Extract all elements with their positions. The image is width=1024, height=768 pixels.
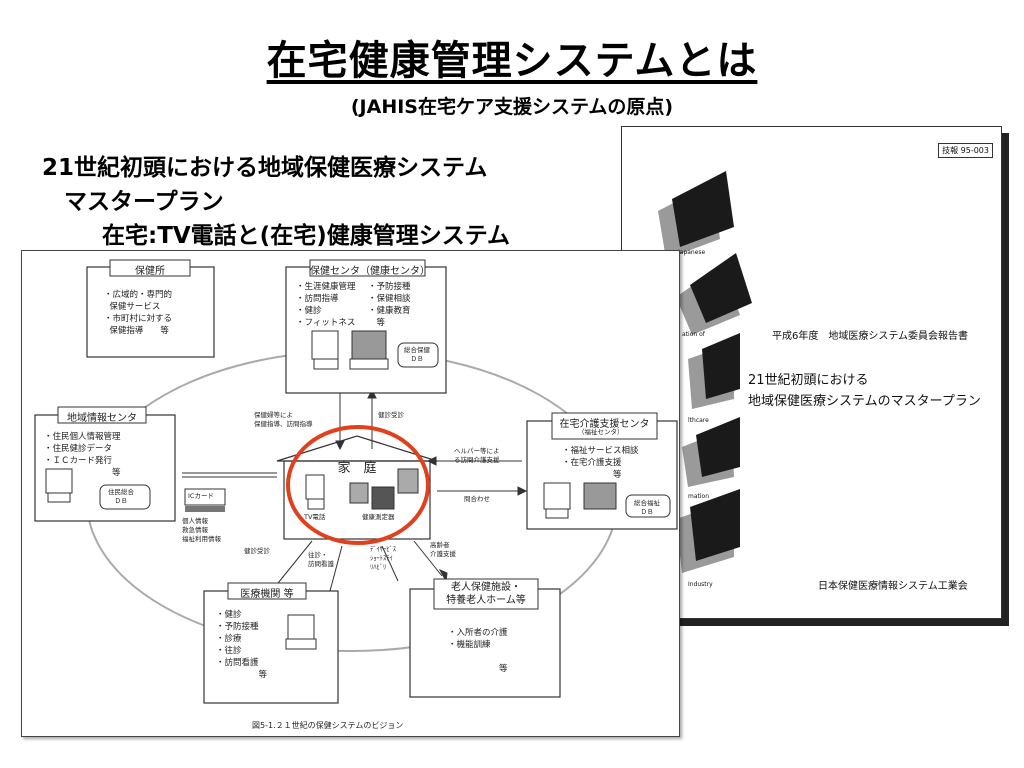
chiiki-center-db: 住民総合 ＤＢ — [108, 488, 134, 505]
report-publisher: 日本保健医療情報システム工業会 — [818, 581, 968, 592]
annotation-inquiry: 問合わせ — [464, 495, 490, 503]
lead-line-2: マスタープラン — [64, 189, 224, 215]
health-system-vision-diagram: 保健所 ・広域的・専門的 保健サービス ・市町村に対する 保健指導 等 保健セン… — [21, 250, 680, 737]
home-title: 家 庭 — [337, 461, 377, 476]
zaitaku-center-db: 総合福祉 ＤＢ — [634, 499, 660, 516]
report-year: 平成6年度 地域医療システム委員会報告書 — [772, 331, 969, 342]
logo-word-1: Japanese — [678, 249, 706, 256]
iryo-title: 医療機関 等 — [240, 589, 294, 600]
annotation-home-guidance: 保健婦等によ 保健指導、訪問指導 — [254, 411, 313, 428]
zaitaku-center-body: ・福祉サービス相談 ・在宅介護支援 等 — [562, 446, 639, 480]
annotation-elderly-care: 高齢者 介護支援 — [430, 541, 456, 558]
diagram-lines — [34, 259, 678, 704]
chiiki-center-body: ・住民個人情報管理 ・住民健診データ ・ＩＣカード発行 等 — [44, 432, 121, 478]
logo-word-2: ation of — [682, 331, 705, 338]
annotation-day-service: ﾃﾞｲｻｰﾋﾞｽ ｼｮｰﾄｽﾃｲ ﾘﾊﾋﾞﾘ — [370, 545, 396, 571]
zaitaku-center-subtitle: （福祉センタ） — [578, 428, 624, 436]
annotation-home-visit: 往診・ 訪問看護 — [308, 551, 334, 568]
annotation-helper-support: ヘルパー等によ る訪問介護支援 — [454, 447, 500, 464]
hoken-center-db: 総合保健 ＤＢ — [404, 346, 430, 363]
slide-subtitle: (JAHIS在宅ケア支援システムの原点) — [350, 96, 674, 118]
logo-word-4: mation — [688, 493, 710, 500]
report-title-line-2: 地域保健医療システムのマスタープラン — [748, 394, 981, 409]
report-cover-image: 技報 95-003 Japanese ation of lthcare mati… — [621, 126, 1002, 619]
roujin-title: 老人保健施設・ 特養老人ホーム等 — [446, 582, 526, 606]
slide-title: 在宅健康管理システムとは — [266, 38, 758, 84]
iryo-body: ・健診 ・予防接種 ・診療 ・往診 ・訪問看護 等 — [216, 610, 268, 680]
lead-line-1: 21世紀初頭における地域保健医療システム — [42, 155, 488, 181]
jahis-logo-graphic — [658, 171, 752, 573]
chiiki-center-title: 地域情報センタ — [67, 413, 137, 424]
report-id-badge: 技報 95-003 — [938, 143, 993, 158]
ic-card-label: ICカード — [188, 492, 214, 500]
logo-word-5: Industry — [688, 581, 713, 588]
hoken-center-title: 保健センタ（健康センタ） — [310, 266, 430, 277]
roujin-body: ・入所者の介護 ・機能訓練 等 — [448, 628, 508, 674]
hoken-center-col1: ・生涯健康管理 ・訪問指導 ・健診 ・フィットネス — [296, 282, 356, 328]
annotation-checkup-top: 健診受診 — [378, 411, 404, 419]
report-title-line-1: 21世紀初頭における — [748, 373, 869, 388]
hoken-center-col2: ・予防接種 ・保健相談 ・健康教育 等 — [368, 282, 411, 328]
lead-line-3: 在宅:TV電話と(在宅)健康管理システム — [102, 223, 511, 249]
hokenjo-body: ・広域的・専門的 保健サービス ・市町村に対する 保健指導 等 — [104, 290, 173, 336]
annotation-checkup-left: 健診受診 — [244, 547, 270, 555]
hokenjo-title: 保健所 — [135, 266, 165, 277]
diagram-caption: 図5-1.２１世紀の保健システムのビジョン — [252, 721, 404, 730]
tv-phone-label: TV電話 — [304, 513, 326, 521]
logo-word-3: lthcare — [688, 417, 709, 424]
ic-card-info: 個人情報 救急情報 福祉利用情報 — [182, 517, 221, 543]
health-meter-label: 健康測定器 — [362, 513, 395, 521]
zaitaku-center-title: 在宅介護支援センタ — [559, 419, 650, 430]
